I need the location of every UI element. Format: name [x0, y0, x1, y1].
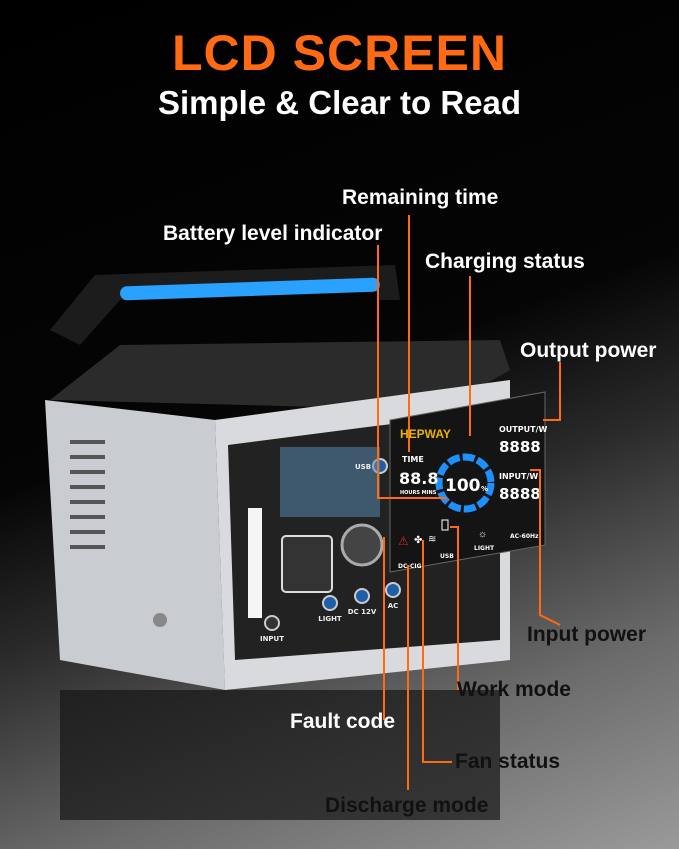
callout-output-power: Output power — [520, 339, 657, 362]
light-button[interactable] — [322, 595, 338, 611]
light-label: LIGHT — [474, 545, 495, 552]
ac-label: AC-60Hz — [510, 533, 539, 540]
percent-sign: % — [481, 485, 488, 493]
time-units: HOURS MINS — [400, 490, 437, 496]
side-screw — [153, 613, 167, 627]
subheadline: Simple & Clear to Read — [157, 84, 522, 121]
callout-input-power: Input power — [527, 623, 646, 646]
device-top — [50, 340, 510, 410]
time-label: TIME — [402, 455, 424, 464]
callout-discharge-mode: Discharge mode — [325, 794, 489, 817]
time-value: 88.8 — [399, 469, 438, 488]
input-port[interactable] — [264, 615, 280, 631]
device-reflection — [60, 690, 500, 820]
handle-grip — [120, 277, 380, 301]
callout-battery-level: Battery level indicator — [163, 222, 383, 245]
device-lcd — [280, 447, 380, 517]
light-icon: ☼ — [478, 529, 487, 540]
wifi-icon: ≋ — [428, 534, 436, 545]
input-label: INPUT/W — [499, 472, 538, 481]
callout-lines — [377, 215, 561, 790]
ac-button[interactable] — [385, 582, 401, 598]
callout-fan-status: Fan status — [455, 750, 561, 773]
usb-label: USB — [440, 553, 454, 560]
headline: LCD SCREEN — [171, 25, 508, 81]
callout-charging-status: Charging status — [425, 250, 585, 273]
dc-button[interactable] — [354, 588, 370, 604]
output-label: OUTPUT/W — [499, 425, 547, 434]
fault-icon: ⚠ — [398, 534, 409, 548]
dc-button-label: DC 12V — [348, 608, 377, 616]
cig-socket[interactable] — [340, 523, 384, 567]
brand-logo: HEPWAY — [400, 427, 451, 441]
dc-label: DC-CIG — [398, 563, 422, 570]
output-value: 8888 — [499, 438, 541, 456]
usb-button-label: USB — [355, 463, 371, 471]
battery-percent: 100 — [445, 476, 481, 496]
work-mode-icon — [441, 519, 449, 531]
lcd-panel — [389, 391, 546, 573]
callout-fault-code: Fault code — [290, 710, 396, 733]
input-value: 8888 — [499, 485, 541, 503]
battery-ring — [435, 453, 495, 513]
side-vents — [70, 440, 105, 549]
ac-button-label: AC — [388, 602, 399, 610]
input-port-label: INPUT — [260, 635, 284, 643]
light-bar — [248, 508, 262, 618]
ac-outlet[interactable] — [281, 535, 333, 593]
fan-icon: ✤ — [414, 535, 422, 546]
handle — [50, 265, 400, 345]
callout-work-mode: Work mode — [457, 678, 571, 701]
callout-remaining-time: Remaining time — [342, 186, 499, 209]
light-button-label: LIGHT — [318, 615, 342, 623]
